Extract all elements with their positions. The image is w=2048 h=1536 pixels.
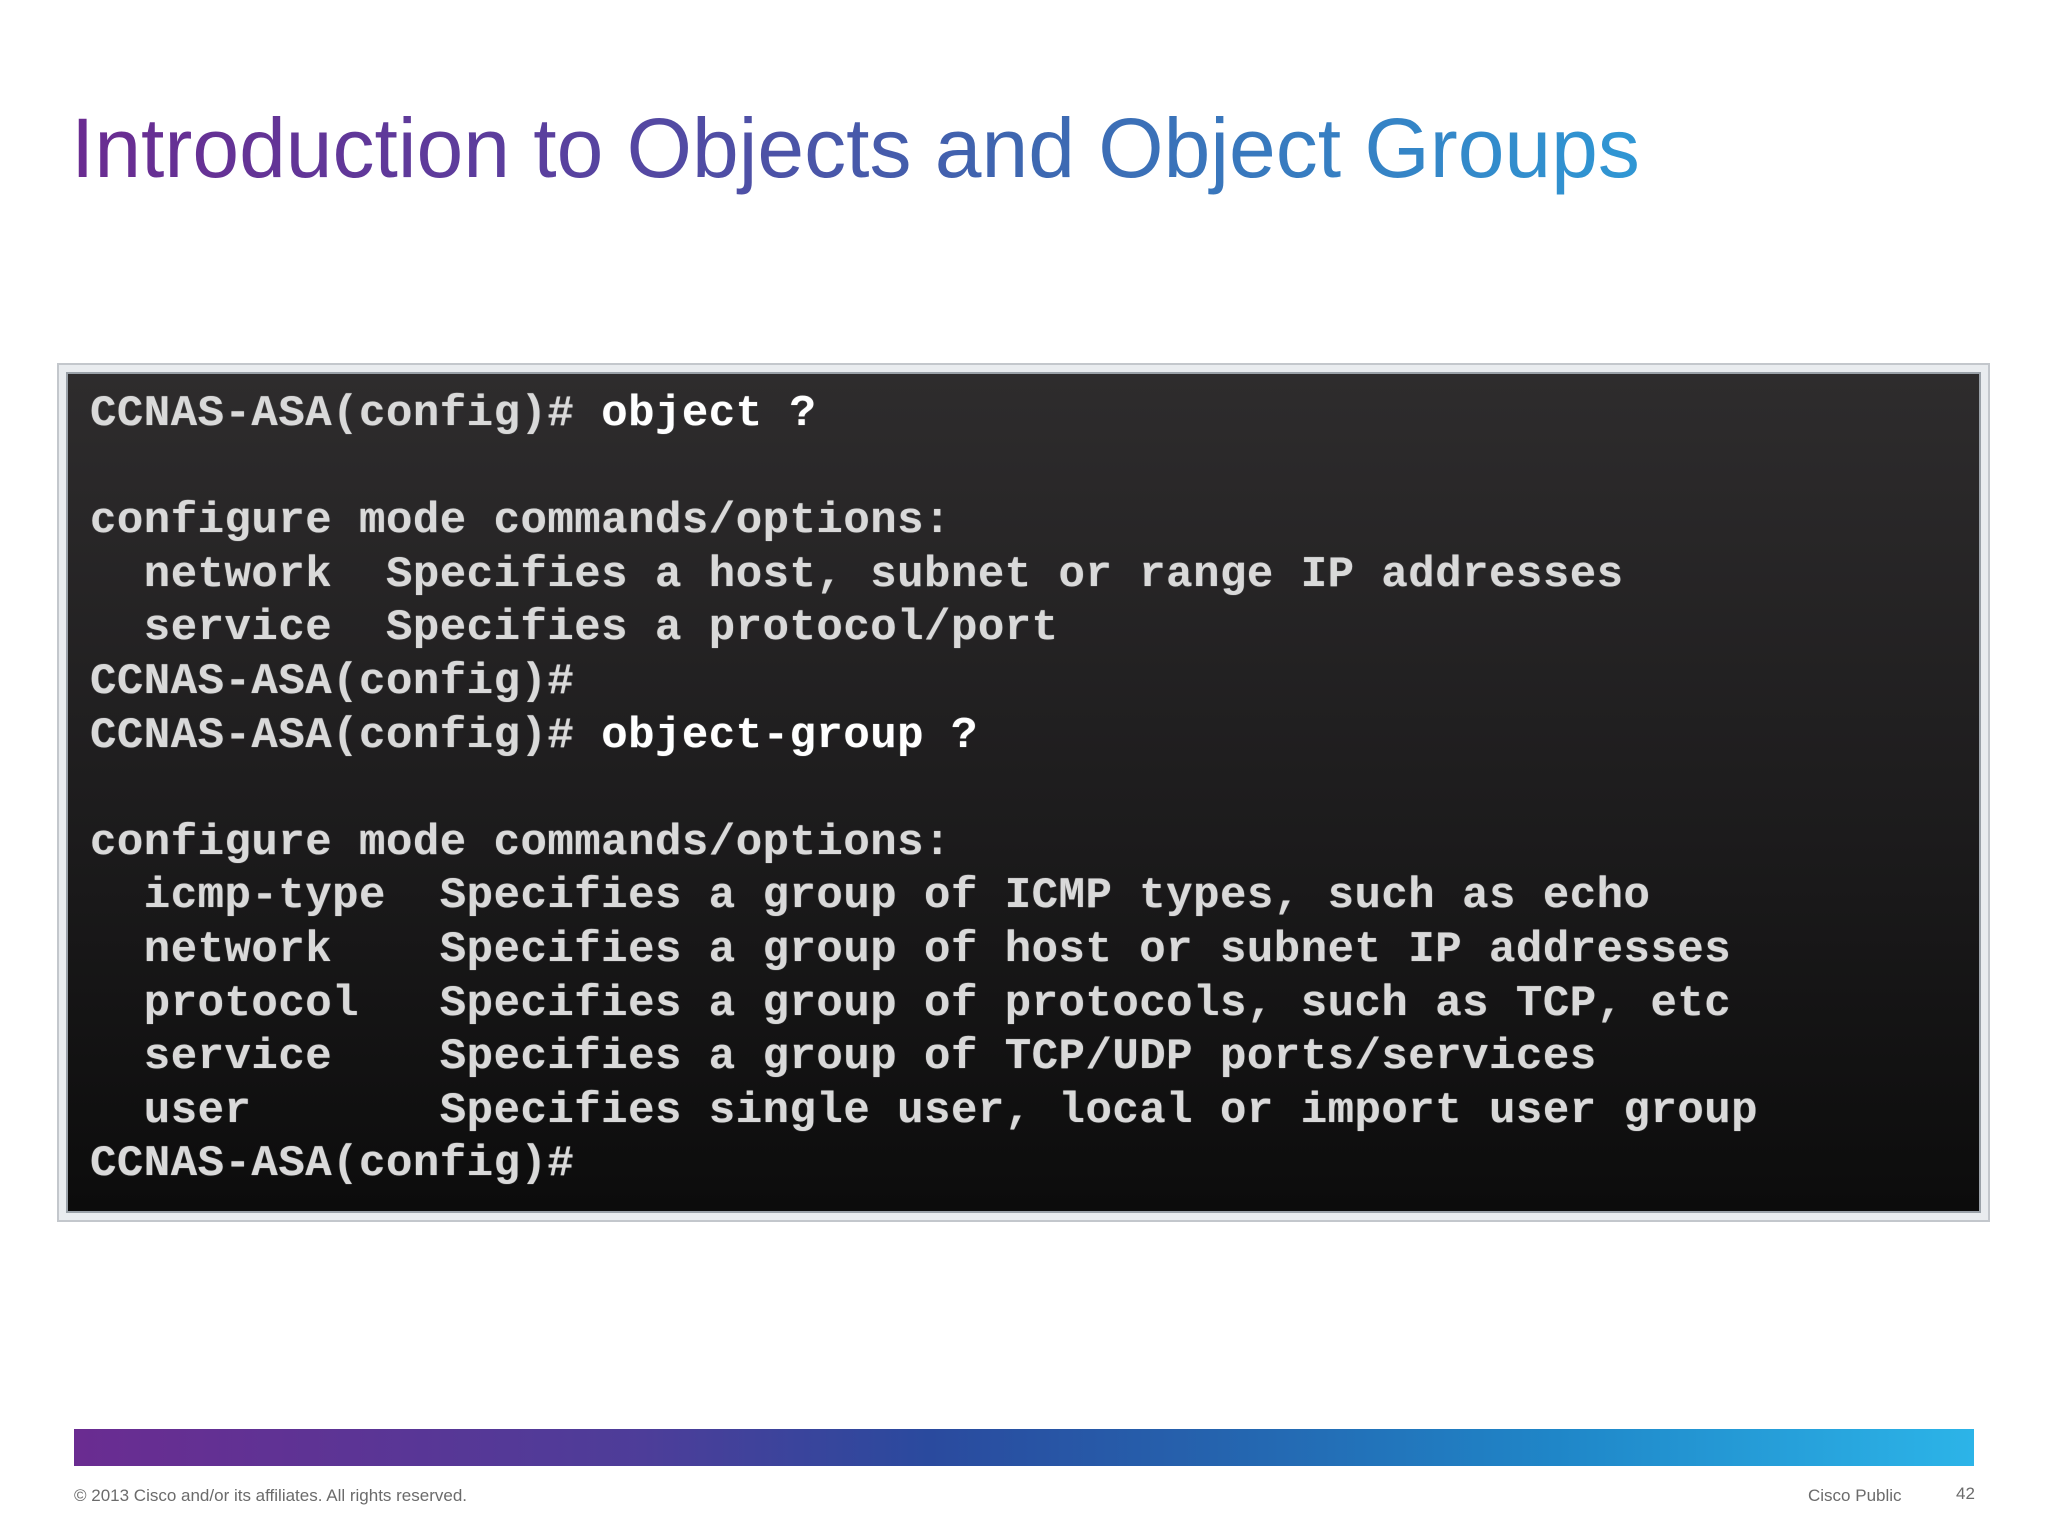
terminal-line: user Specifies single user, local or imp…: [90, 1085, 1759, 1136]
terminal-prompt: CCNAS-ASA(config)#: [90, 710, 602, 761]
terminal-line: protocol Specifies a group of protocols,…: [90, 978, 1732, 1029]
terminal-line: CCNAS-ASA(config)# object-group ?: [90, 710, 1979, 764]
terminal-command: object-group ?: [601, 710, 978, 761]
page-number: 42: [1956, 1484, 1975, 1503]
terminal-line: configure mode commands/options:: [90, 496, 951, 547]
terminal-command: object ?: [601, 389, 817, 439]
terminal-line: network Specifies a group of host or sub…: [90, 924, 1732, 975]
terminal-line: icmp-type Specifies a group of ICMP type…: [90, 871, 1651, 922]
terminal-line: CCNAS-ASA(config)#: [90, 1139, 575, 1190]
terminal-line: service Specifies a protocol/port: [90, 603, 1059, 654]
terminal-line: configure mode commands/options:: [90, 817, 951, 868]
terminal-line: [90, 442, 1979, 496]
terminal-prompt: CCNAS-ASA(config)#: [90, 389, 602, 439]
terminal-line: CCNAS-ASA(config)#: [90, 656, 575, 707]
terminal-line: service Specifies a group of TCP/UDP por…: [90, 1032, 1597, 1083]
terminal-line: CCNAS-ASA(config)# object ?: [90, 388, 1979, 442]
footer-copyright: © 2013 Cisco and/or its affiliates. All …: [74, 1486, 468, 1505]
terminal-screenshot-frame: CCNAS-ASA(config)# object ? configure mo…: [57, 363, 1990, 1222]
footer-gradient-bar: [74, 1429, 1974, 1466]
terminal-line: [90, 763, 1979, 817]
terminal-line: network Specifies a host, subnet or rang…: [90, 549, 1624, 600]
slide-title: Introduction to Objects and Object Group…: [71, 101, 1640, 195]
terminal-window: CCNAS-ASA(config)# object ? configure mo…: [66, 372, 1981, 1213]
footer-classification: Cisco Public: [1808, 1486, 1902, 1505]
